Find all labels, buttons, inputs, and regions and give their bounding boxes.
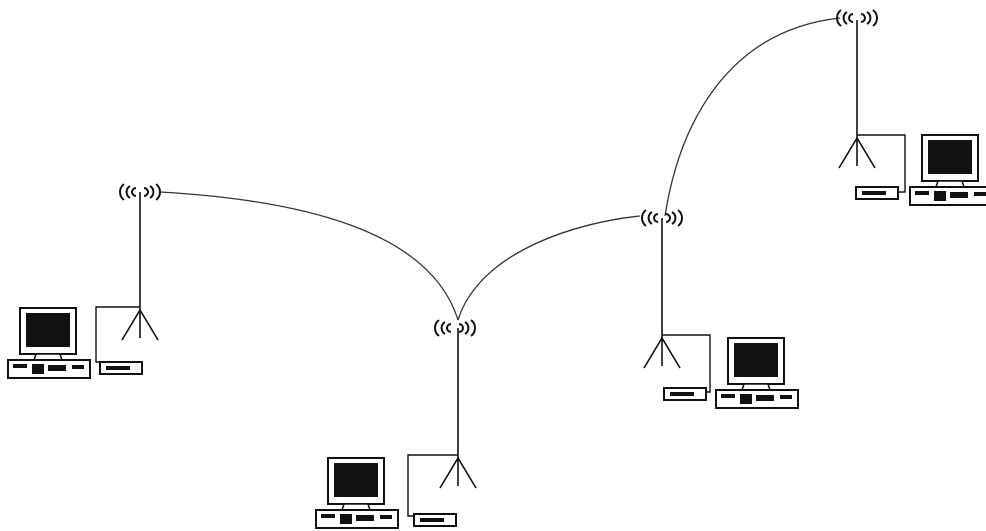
antenna-cable — [662, 335, 710, 392]
computer-icon — [316, 458, 398, 528]
radio-modem-icon — [664, 388, 706, 400]
radio-modem-icon — [414, 514, 456, 526]
radio-modem-icon — [856, 187, 898, 199]
link-right-middle-to-top-right — [665, 18, 840, 216]
tripod-icon — [644, 338, 680, 368]
signal-waves-icon — [435, 320, 475, 336]
tripod-icon — [122, 310, 158, 340]
station-top-right — [837, 10, 986, 205]
radio-links — [160, 18, 840, 320]
tripod-icon — [440, 458, 476, 488]
computer-icon — [8, 308, 90, 378]
computer-icon — [716, 338, 798, 408]
antenna-cable — [408, 455, 458, 516]
radio-modem-icon — [100, 362, 142, 374]
antenna-cable — [857, 135, 905, 192]
link-center-to-right-middle — [458, 216, 640, 320]
station-bottom-center — [316, 320, 476, 528]
link-left-to-center — [160, 192, 458, 320]
station-left — [8, 184, 160, 378]
tripod-icon — [839, 138, 875, 168]
station-right-middle — [642, 210, 798, 408]
antenna-cable — [96, 307, 140, 362]
computer-icon — [910, 135, 986, 205]
